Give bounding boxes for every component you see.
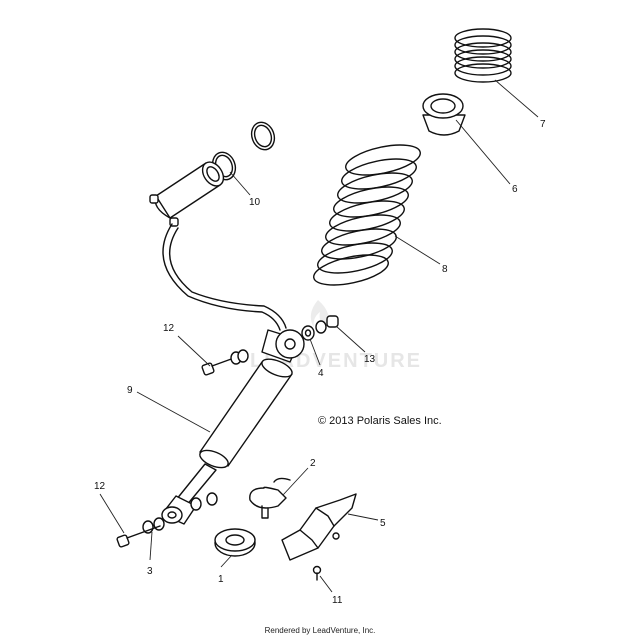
part-6-spring-retainer[interactable] — [422, 93, 466, 136]
part-13-bushing[interactable] — [315, 315, 339, 334]
part-2-clip[interactable] — [249, 477, 291, 519]
leader-lines — [99, 79, 539, 593]
callout-12-upper: 12 — [163, 323, 175, 334]
part-1-grommet[interactable] — [214, 528, 256, 557]
part-5-shield[interactable] — [281, 493, 357, 561]
callout-labels: 1 2 3 4 5 6 7 8 9 10 11 12 12 13 — [94, 119, 546, 606]
callout-8: 8 — [442, 264, 448, 275]
callout-3: 3 — [147, 566, 153, 577]
callout-4: 4 — [318, 368, 324, 379]
footer-credit: Rendered by LeadVenture, Inc. — [264, 626, 376, 635]
copyright-text: © 2013 Polaris Sales Inc. — [318, 415, 442, 427]
part-9-shock-absorber[interactable] — [161, 329, 305, 525]
callout-12-lower: 12 — [94, 481, 106, 492]
callout-2: 2 — [310, 458, 316, 469]
part-4-washer[interactable] — [301, 325, 315, 341]
callout-5: 5 — [380, 518, 386, 529]
watermark-flame-icon — [310, 300, 329, 328]
part-12-upper-bolt[interactable] — [201, 349, 249, 376]
callout-13: 13 — [364, 354, 376, 365]
part-11-screw[interactable] — [312, 565, 322, 581]
part-12-lower-bolt[interactable] — [116, 525, 161, 548]
callout-6: 6 — [512, 184, 518, 195]
part-3-lower-washers[interactable] — [142, 492, 218, 534]
callout-9: 9 — [127, 385, 133, 396]
callout-7: 7 — [540, 119, 546, 130]
callout-11: 11 — [332, 595, 343, 606]
part-8-main-spring[interactable] — [311, 139, 423, 290]
callout-1: 1 — [218, 574, 224, 585]
reservoir-hose[interactable] — [162, 223, 287, 331]
shock-reservoir[interactable] — [149, 158, 228, 227]
part-7-spring[interactable] — [454, 28, 512, 83]
callout-10: 10 — [249, 197, 261, 208]
